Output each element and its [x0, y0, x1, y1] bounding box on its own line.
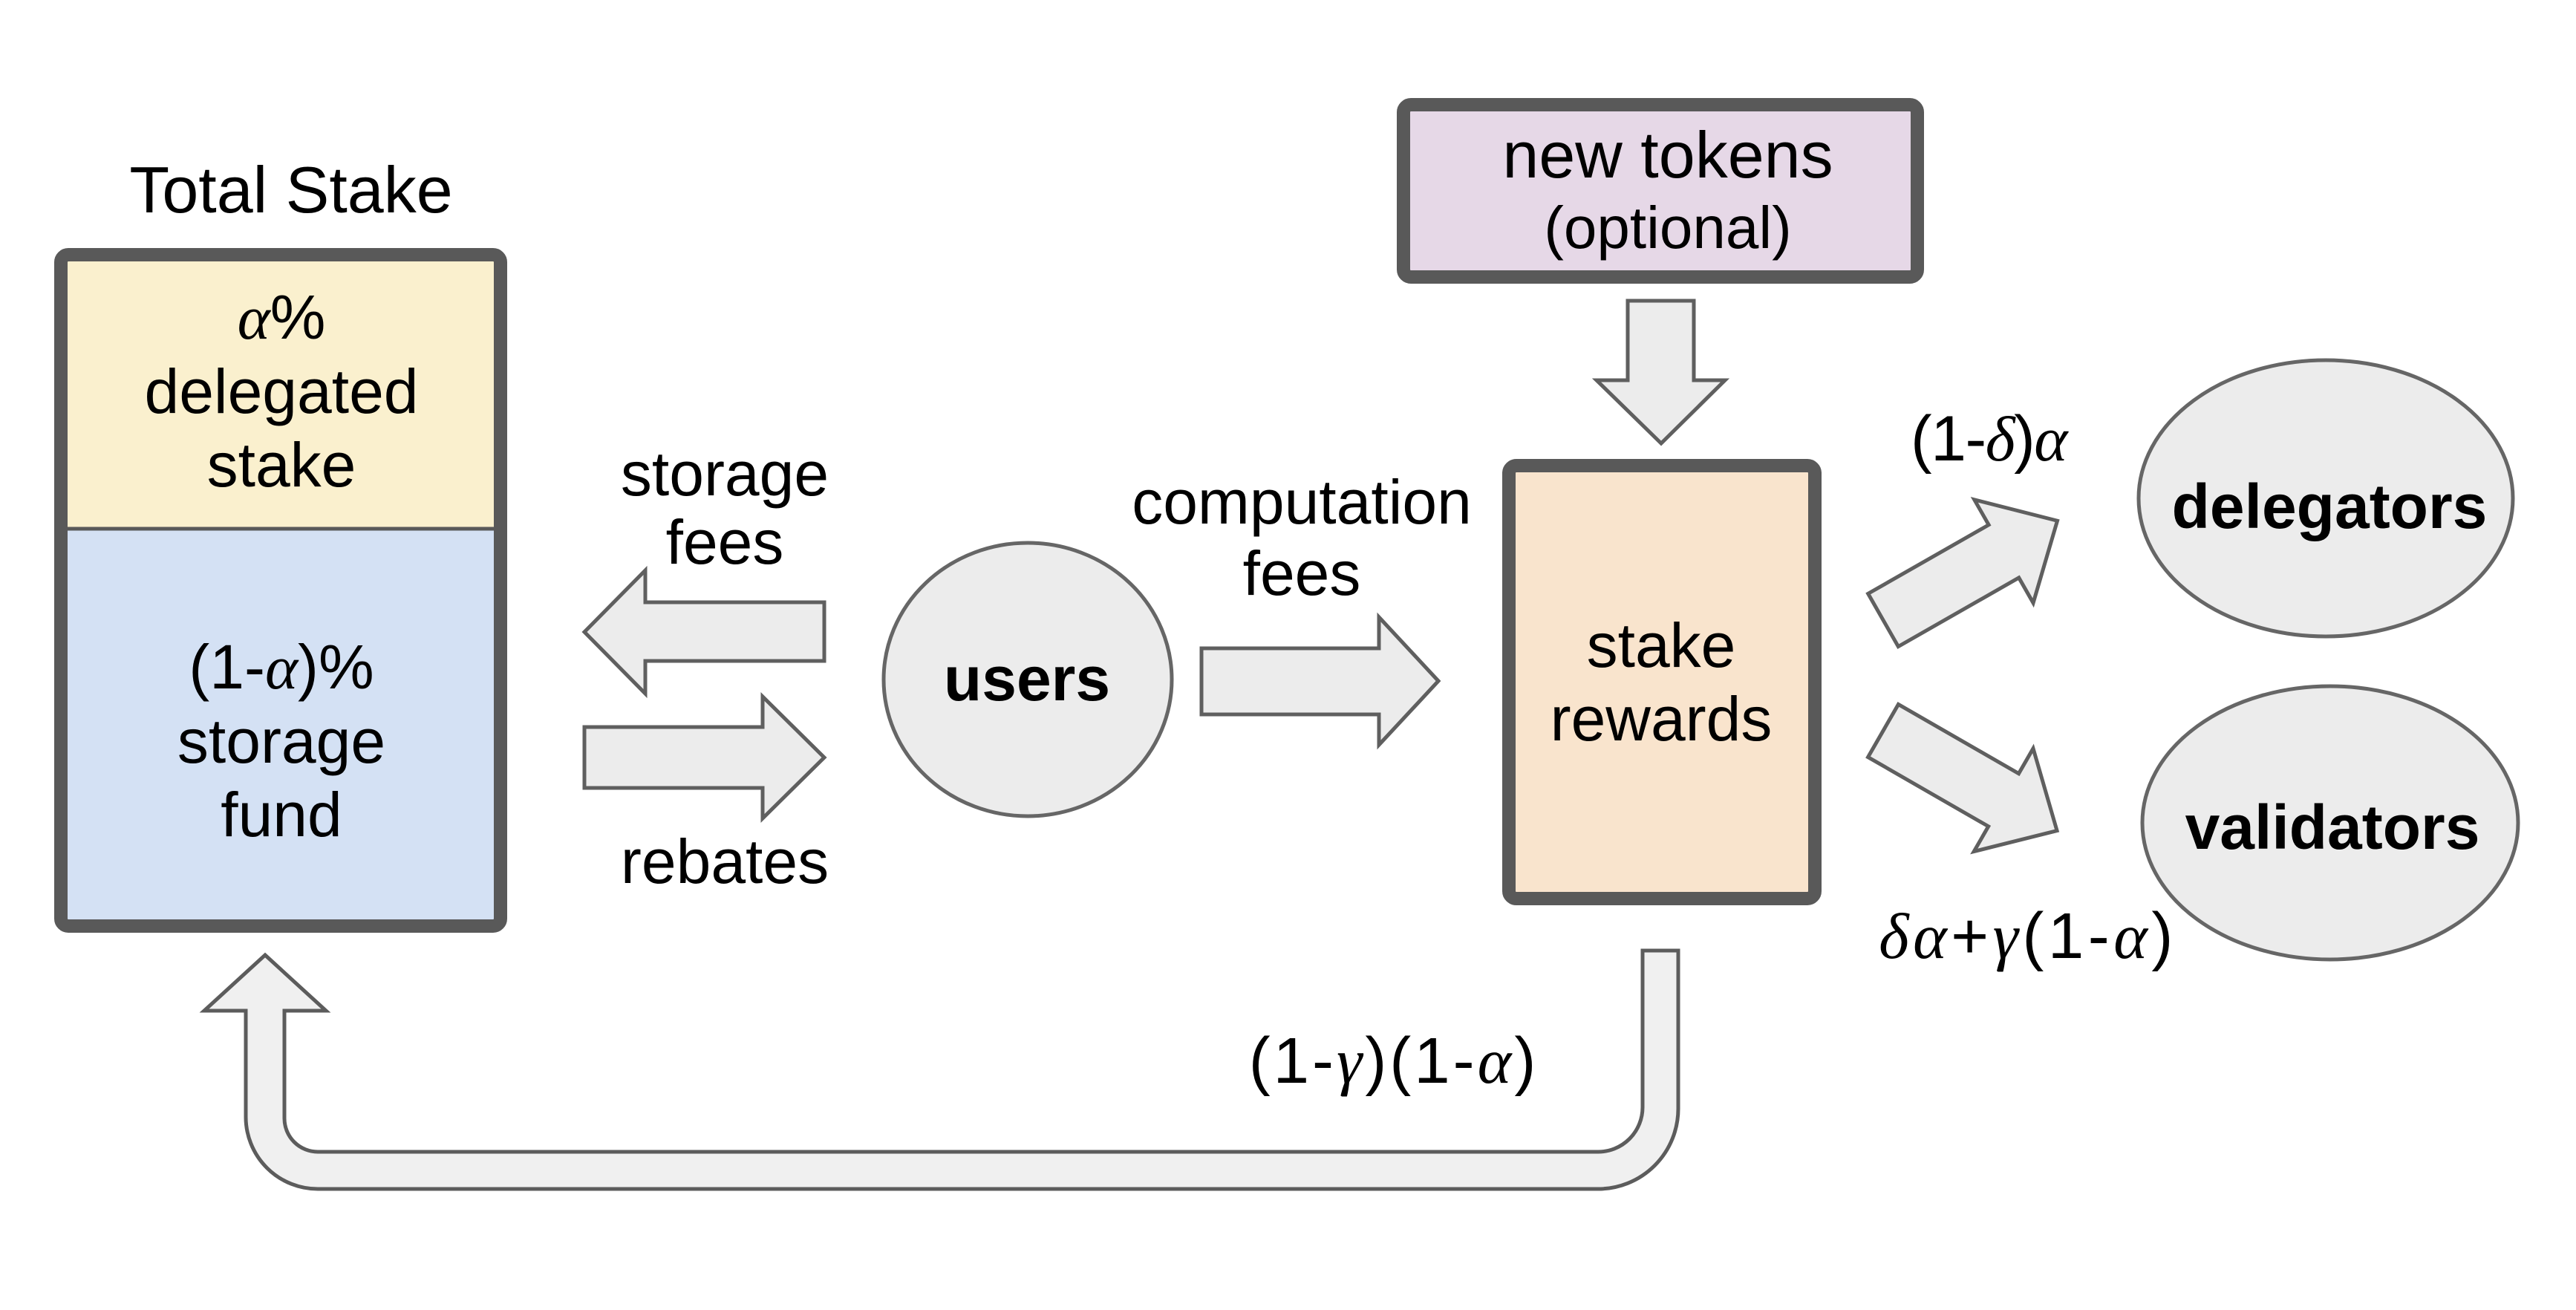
svg-text:fees: fees — [666, 507, 784, 577]
svg-text:computation: computation — [1132, 467, 1472, 537]
svg-text:α%: α% — [238, 282, 326, 353]
svg-text:fees: fees — [1243, 538, 1361, 608]
svg-text:validators: validators — [2185, 792, 2480, 862]
svg-text:Total Stake: Total Stake — [129, 153, 452, 227]
svg-text:rebates: rebates — [621, 827, 829, 896]
svg-text:storage: storage — [621, 439, 829, 509]
svg-text:(1-γ)(1-α): (1-γ)(1-α) — [1249, 1025, 1539, 1097]
svg-text:(optional): (optional) — [1544, 195, 1792, 261]
svg-text:users: users — [944, 644, 1110, 714]
svg-text:delegated: delegated — [144, 356, 418, 426]
svg-text:new tokens: new tokens — [1502, 118, 1833, 192]
svg-text:rewards: rewards — [1551, 684, 1773, 754]
svg-text:(1-α)%: (1-α)% — [189, 632, 374, 703]
svg-text:(1-δ)α: (1-δ)α — [1911, 403, 2069, 475]
svg-text:δα+γ(1-α): δα+γ(1-α) — [1879, 900, 2177, 972]
svg-text:storage: storage — [177, 706, 385, 776]
svg-text:stake: stake — [1587, 610, 1736, 680]
svg-text:stake: stake — [207, 430, 356, 500]
svg-text:fund: fund — [221, 780, 342, 850]
svg-text:delegators: delegators — [2172, 472, 2488, 541]
